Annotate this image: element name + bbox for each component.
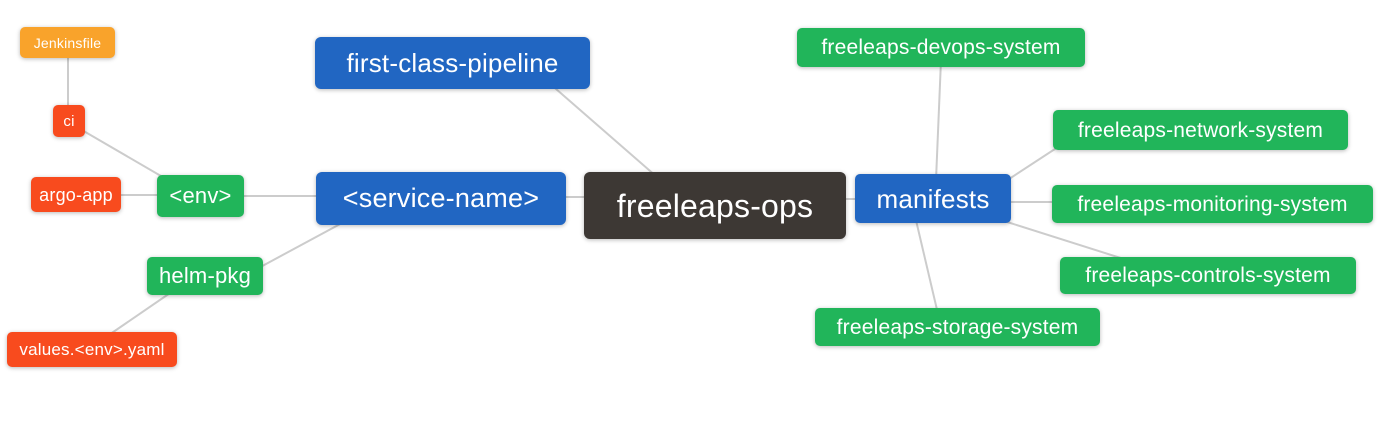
node-values-env-yaml[interactable]: values.<env>.yaml bbox=[7, 332, 177, 367]
connector-line bbox=[1003, 220, 1128, 261]
node-freeleaps-monitoring-system[interactable]: freeleaps-monitoring-system bbox=[1052, 185, 1373, 223]
node-freeleaps-network-system[interactable]: freeleaps-network-system bbox=[1053, 110, 1348, 150]
connector-line bbox=[935, 59, 942, 181]
node-jenkinsfile[interactable]: Jenkinsfile bbox=[20, 27, 115, 58]
node-freeleaps-controls-system[interactable]: freeleaps-controls-system bbox=[1060, 257, 1356, 294]
node-argo-app[interactable]: argo-app bbox=[31, 177, 121, 212]
connector-line bbox=[252, 215, 356, 272]
node-helm-pkg[interactable]: helm-pkg bbox=[147, 257, 263, 295]
connector-line bbox=[102, 290, 174, 340]
connector-line bbox=[914, 215, 939, 315]
connector-line bbox=[1002, 146, 1059, 184]
node-service-name[interactable]: <service-name> bbox=[316, 172, 566, 225]
node-ci[interactable]: ci bbox=[53, 105, 85, 137]
node-freeleaps-devops-system[interactable]: freeleaps-devops-system bbox=[797, 28, 1085, 67]
connector-line bbox=[547, 81, 658, 178]
node-first-class-pipeline[interactable]: first-class-pipeline bbox=[315, 37, 590, 89]
node-env[interactable]: <env> bbox=[157, 175, 244, 217]
node-manifests[interactable]: manifests bbox=[855, 174, 1011, 223]
node-freeleaps-storage-system[interactable]: freeleaps-storage-system bbox=[815, 308, 1100, 346]
node-freeleaps-ops-root[interactable]: freeleaps-ops bbox=[584, 172, 846, 239]
connector-line bbox=[74, 125, 174, 184]
